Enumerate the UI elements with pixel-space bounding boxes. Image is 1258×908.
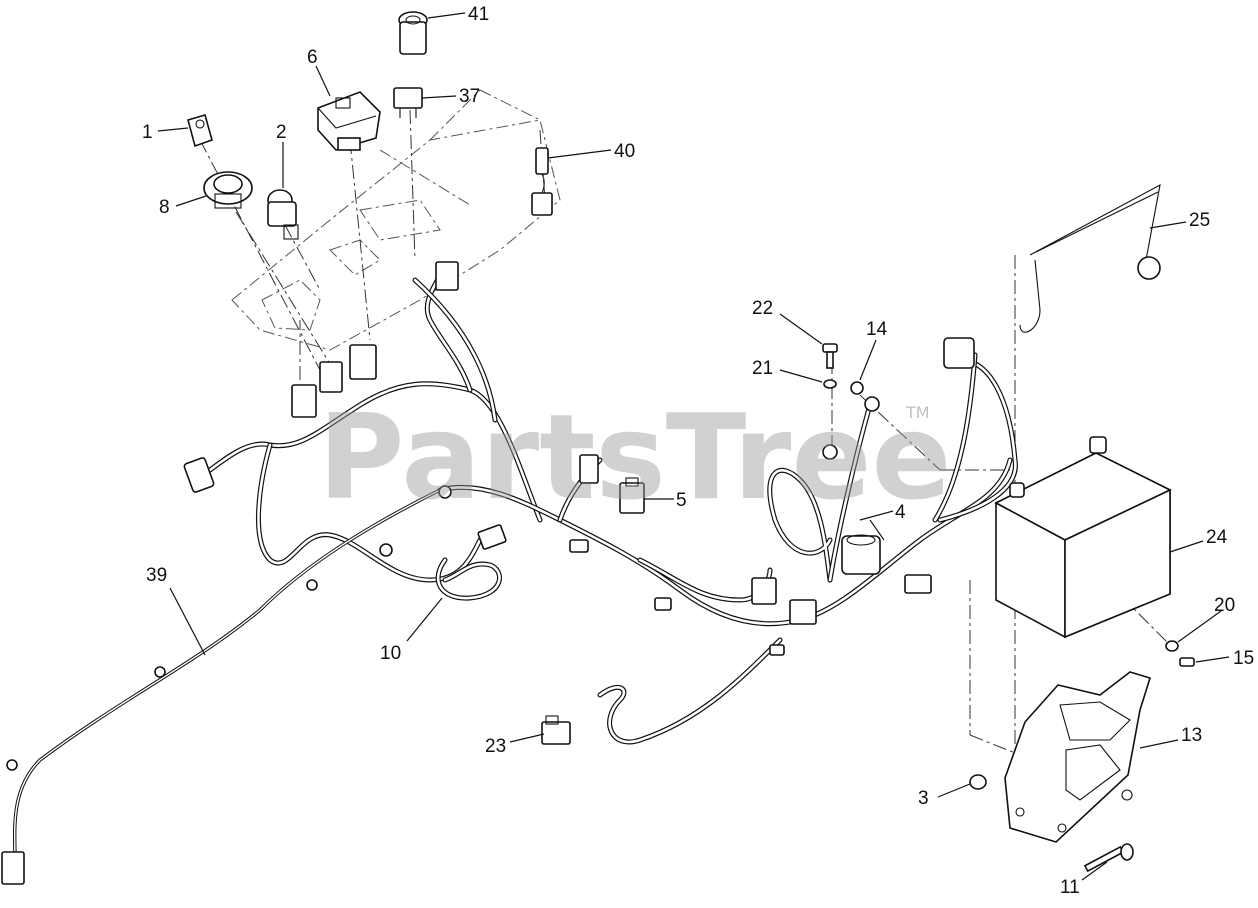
watermark-text: PartsTree (318, 388, 952, 526)
callout-25-label: 25 (1189, 210, 1210, 231)
callout-15: 15 (1195, 648, 1254, 669)
part-hex-bolt (1179, 657, 1195, 667)
callout-1-label: 1 (142, 122, 153, 143)
callout-10-label: 10 (380, 643, 401, 664)
callout-40-label: 40 (614, 141, 635, 162)
part-bolt (822, 343, 838, 369)
callout-22-label: 22 (752, 298, 773, 319)
callout-1: 1 (142, 122, 189, 143)
part-control-module (317, 91, 381, 151)
callout-25: 25 (1149, 210, 1210, 231)
callout-24: 24 (1169, 527, 1228, 553)
callout-41-label: 41 (468, 4, 489, 25)
part-battery (994, 436, 1172, 639)
callout-14-label: 14 (866, 319, 888, 340)
callout-39-label: 39 (146, 565, 167, 586)
callout-3: 3 (918, 783, 971, 809)
part-starter-solenoid (841, 519, 885, 575)
callout-37: 37 (421, 86, 480, 107)
callout-11: 11 (1060, 861, 1108, 898)
part-fuse-block (619, 477, 645, 514)
callout-10: 10 (380, 597, 443, 664)
callout-3-label: 3 (918, 788, 929, 809)
callout-37-label: 37 (459, 86, 480, 107)
callout-4: 4 (859, 502, 906, 523)
watermark-trademark: TM (905, 403, 930, 422)
callout-21: 21 (752, 358, 823, 383)
callout-15-label: 15 (1233, 648, 1254, 669)
callout-2: 2 (276, 122, 287, 188)
control-panel-outline (231, 89, 561, 351)
part-relay (393, 87, 423, 118)
callout-20: 20 (1177, 595, 1235, 643)
wire-harness (12, 262, 1018, 862)
callout-13: 13 (1139, 725, 1202, 749)
harness-connectors (1, 261, 932, 885)
callout-41: 41 (427, 4, 489, 25)
callout-20-label: 20 (1214, 595, 1235, 616)
part-battery-hold-down (1019, 183, 1161, 333)
callout-23-label: 23 (485, 736, 506, 757)
callout-39: 39 (146, 565, 206, 656)
callout-24-label: 24 (1206, 527, 1228, 548)
callout-4-label: 4 (895, 502, 906, 523)
callout-22: 22 (752, 298, 823, 345)
callout-40: 40 (547, 141, 635, 162)
part-flange-nut (969, 774, 987, 790)
part-washer (823, 379, 837, 389)
callout-21-label: 21 (752, 358, 773, 379)
callout-8-label: 8 (159, 197, 170, 218)
part-hour-meter (398, 11, 428, 55)
callout-5-label: 5 (676, 490, 687, 511)
part-key (187, 114, 213, 148)
callouts: 1 2 3 4 5 6 8 10 (142, 4, 1254, 898)
callout-5: 5 (644, 490, 687, 511)
watermark: PartsTree TM (318, 388, 952, 526)
callout-13-label: 13 (1181, 725, 1202, 746)
callout-8: 8 (159, 195, 207, 218)
part-nut (850, 381, 864, 395)
callout-11-label: 11 (1060, 877, 1080, 898)
part-connector (541, 715, 571, 745)
callout-23: 23 (485, 733, 545, 757)
callout-14: 14 (859, 319, 888, 381)
part-ignition-switch (203, 171, 253, 209)
part-fuse-holder (531, 147, 553, 216)
callout-6: 6 (307, 47, 331, 97)
callout-6-label: 6 (307, 47, 318, 68)
part-carriage-bolt (1083, 843, 1134, 873)
callout-2-label: 2 (276, 122, 287, 143)
part-pto-switch (267, 189, 299, 240)
part-lock-washer (1165, 640, 1179, 652)
part-battery-terminal (822, 337, 975, 460)
part-battery-tray (1004, 671, 1152, 843)
